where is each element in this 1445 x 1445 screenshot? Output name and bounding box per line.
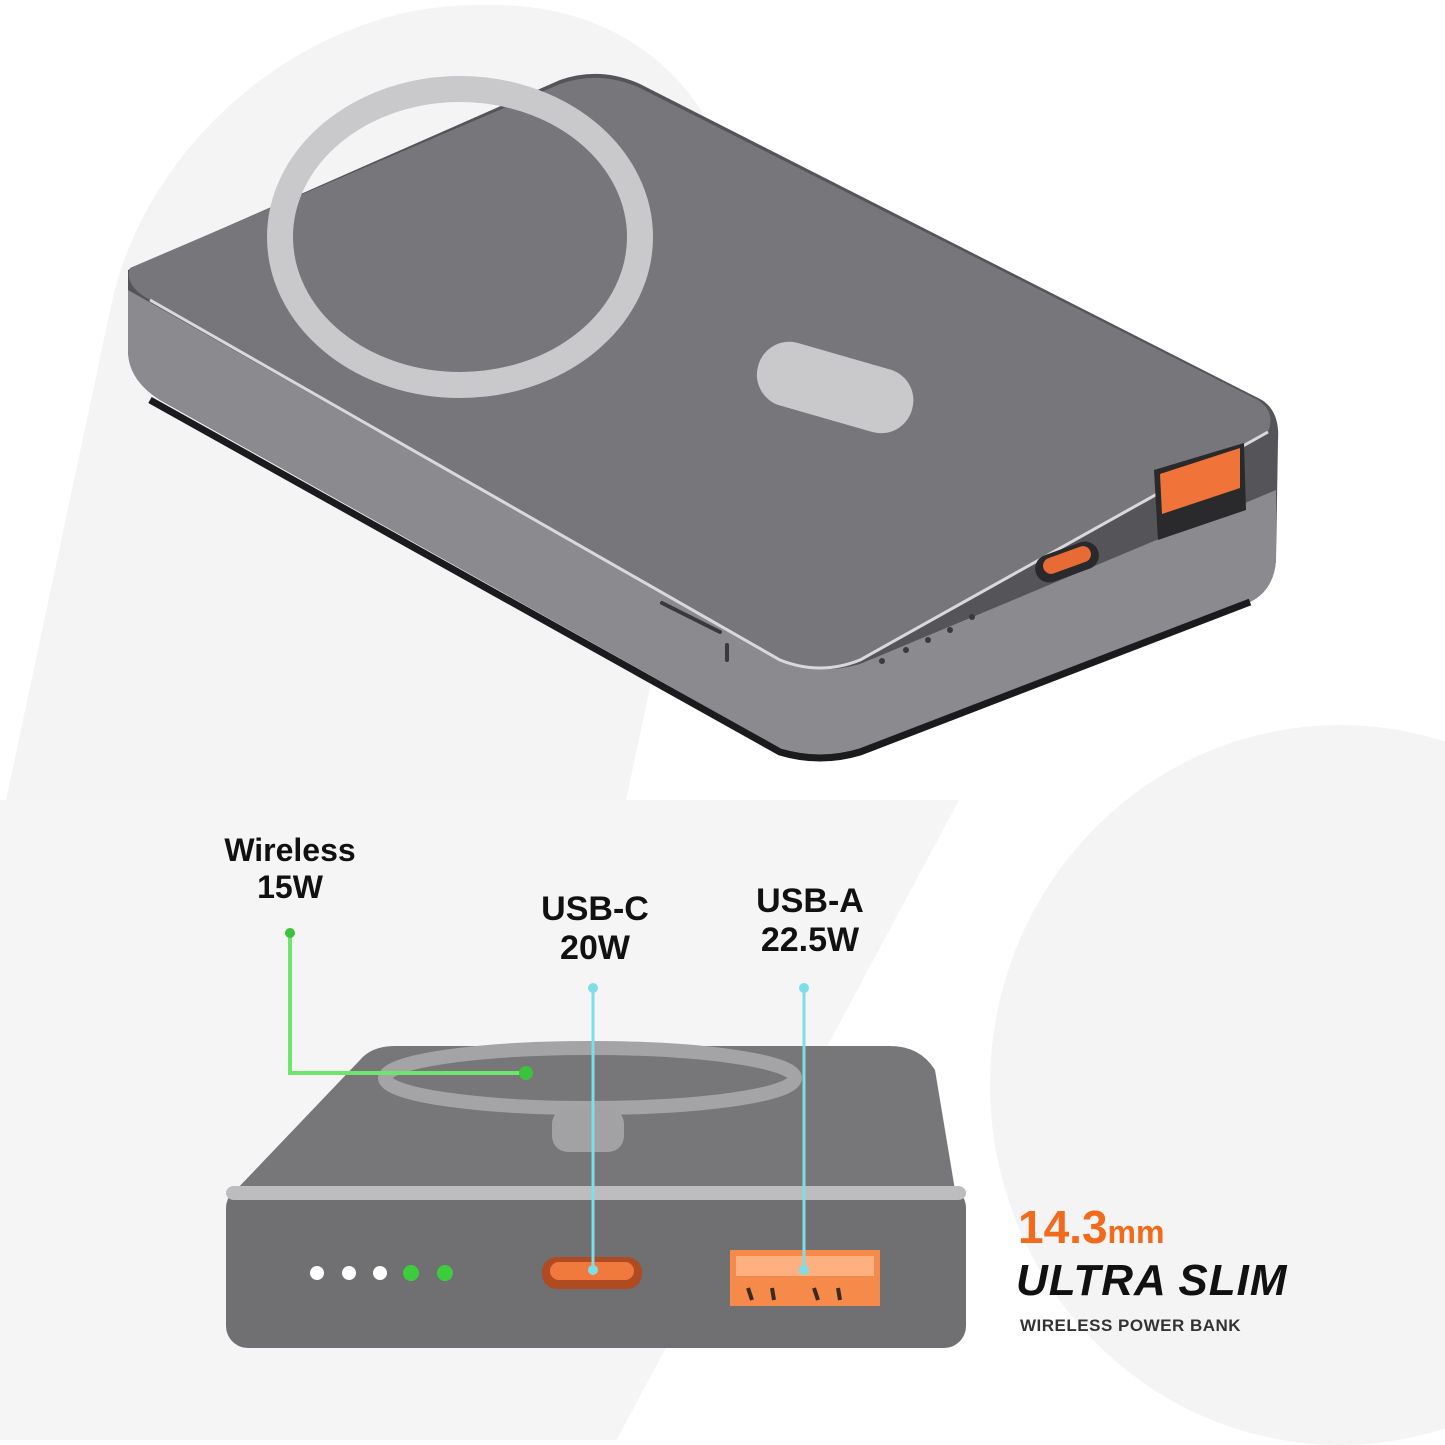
magnetic-ring-icon (267, 76, 653, 398)
power-bank-top-render (128, 73, 1279, 762)
thickness-spec: 14.3mm (1018, 1200, 1164, 1254)
callout-usb-c-title: USB-C (541, 890, 649, 928)
spec-subheadline: WIRELESS POWER BANK (1020, 1316, 1242, 1335)
callout-usb-a: USB-A 22.5W (720, 882, 900, 960)
usb-a-port-icon (1154, 443, 1246, 540)
usb-c-port-icon (1035, 541, 1099, 583)
thickness-unit: mm (1107, 1214, 1165, 1250)
callout-usb-c: USB-C 20W (510, 890, 680, 968)
callout-usb-a-value: 22.5W (760, 921, 860, 960)
power-button-icon (660, 601, 722, 634)
callout-usb-a-title: USB-A (756, 882, 864, 920)
callout-wireless-value: 15W (257, 868, 323, 905)
led-indicator-dots-icon (879, 614, 975, 664)
callout-wireless-title: Wireless (224, 832, 356, 868)
wireless-callout-line (288, 933, 526, 1075)
callout-usb-c-value: 20W (560, 929, 630, 968)
spec-headline: ULTRA SLIM (1016, 1256, 1288, 1305)
thickness-value: 14.3 (1018, 1201, 1108, 1253)
front-led-indicators (310, 1265, 453, 1281)
callout-wireless: Wireless 15W (200, 832, 380, 906)
